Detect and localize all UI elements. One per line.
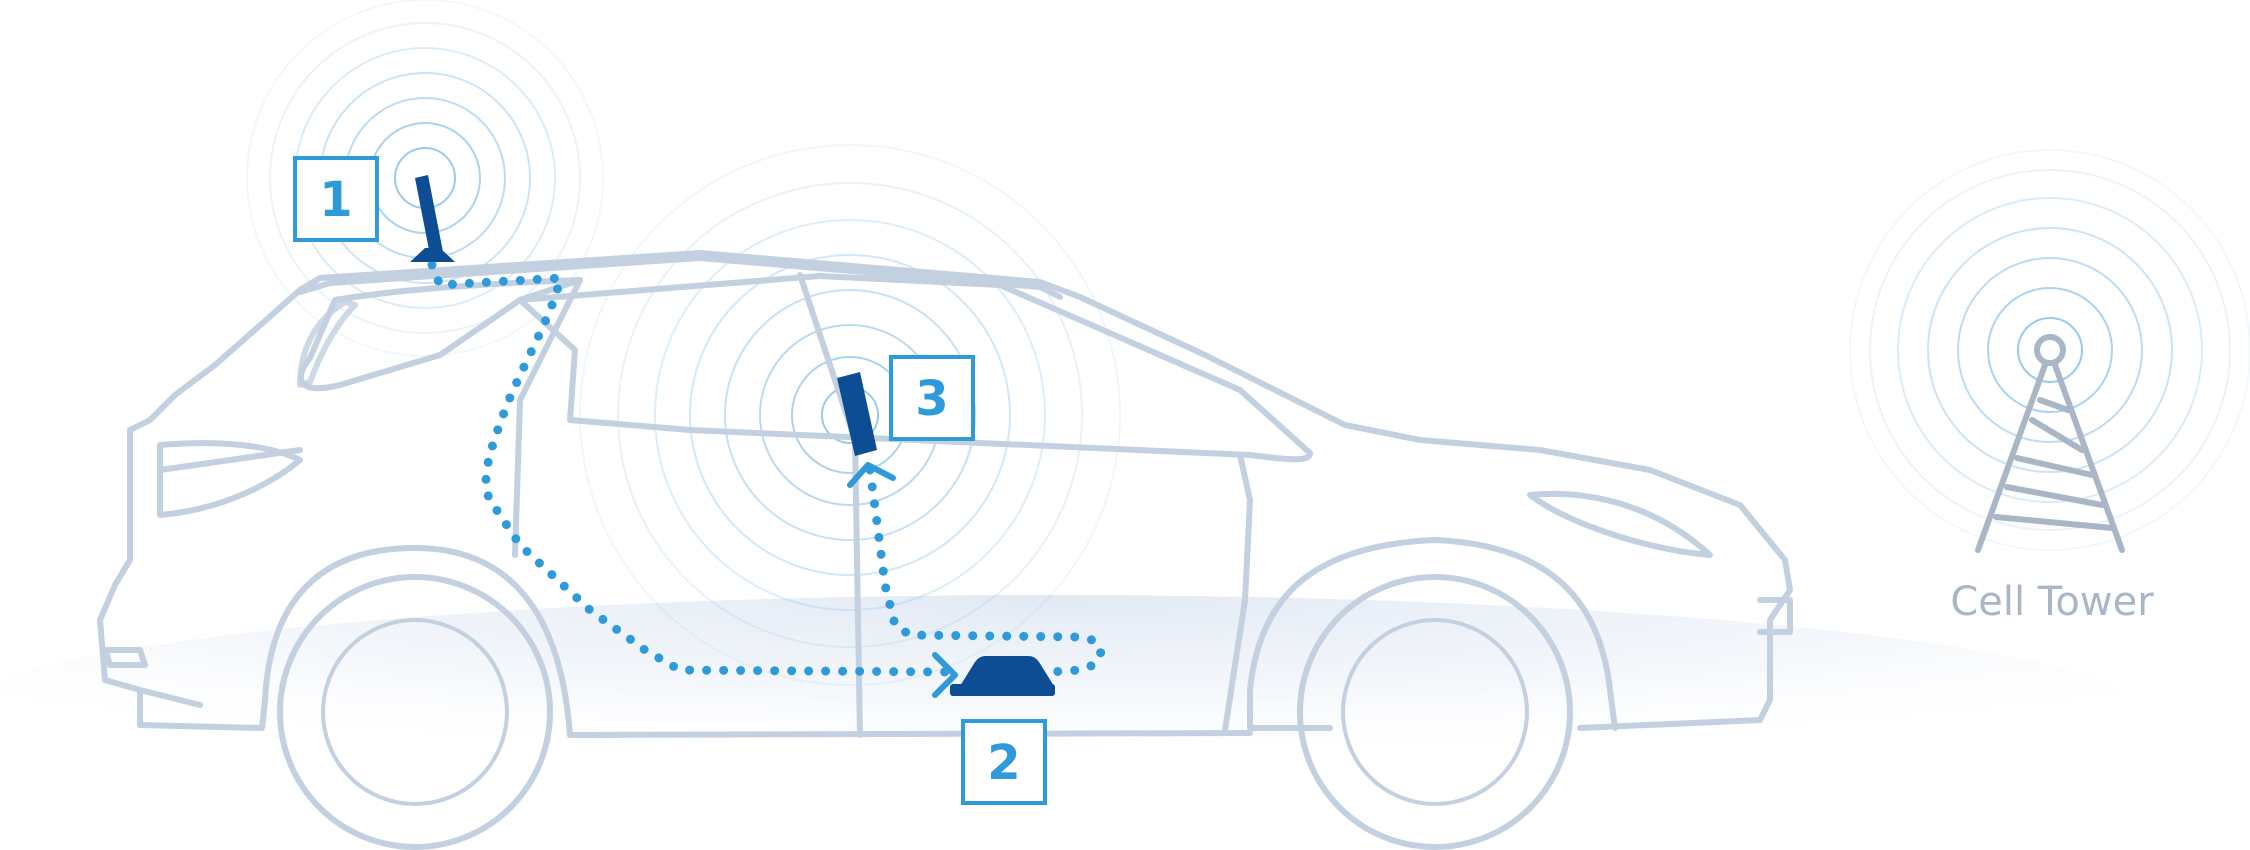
- outside-antenna-icon: [410, 175, 455, 262]
- cell-tower-signal-rings: [1849, 149, 2250, 551]
- callout-inside-antenna: 3: [889, 355, 975, 441]
- callout-outside-antenna-number: 1: [319, 172, 352, 228]
- inside-antenna-icon: [837, 372, 877, 456]
- booster-unit-icon: [950, 656, 1055, 696]
- cell-tower-caption: Cell Tower: [1950, 579, 2154, 625]
- cell-tower-icon: [1975, 334, 2125, 553]
- inside-antenna-connector-arrow: [847, 462, 896, 488]
- rear-wheel: [277, 574, 553, 850]
- front-wheel: [1297, 574, 1573, 850]
- booster-connector-arrow: [932, 652, 958, 698]
- callout-outside-antenna: 1: [293, 156, 379, 242]
- callout-booster-number: 2: [987, 735, 1020, 791]
- car-outline: [97, 250, 1793, 738]
- callout-inside-antenna-number: 3: [915, 371, 948, 427]
- cable-path: [427, 260, 1106, 677]
- callout-booster: 2: [961, 719, 1047, 805]
